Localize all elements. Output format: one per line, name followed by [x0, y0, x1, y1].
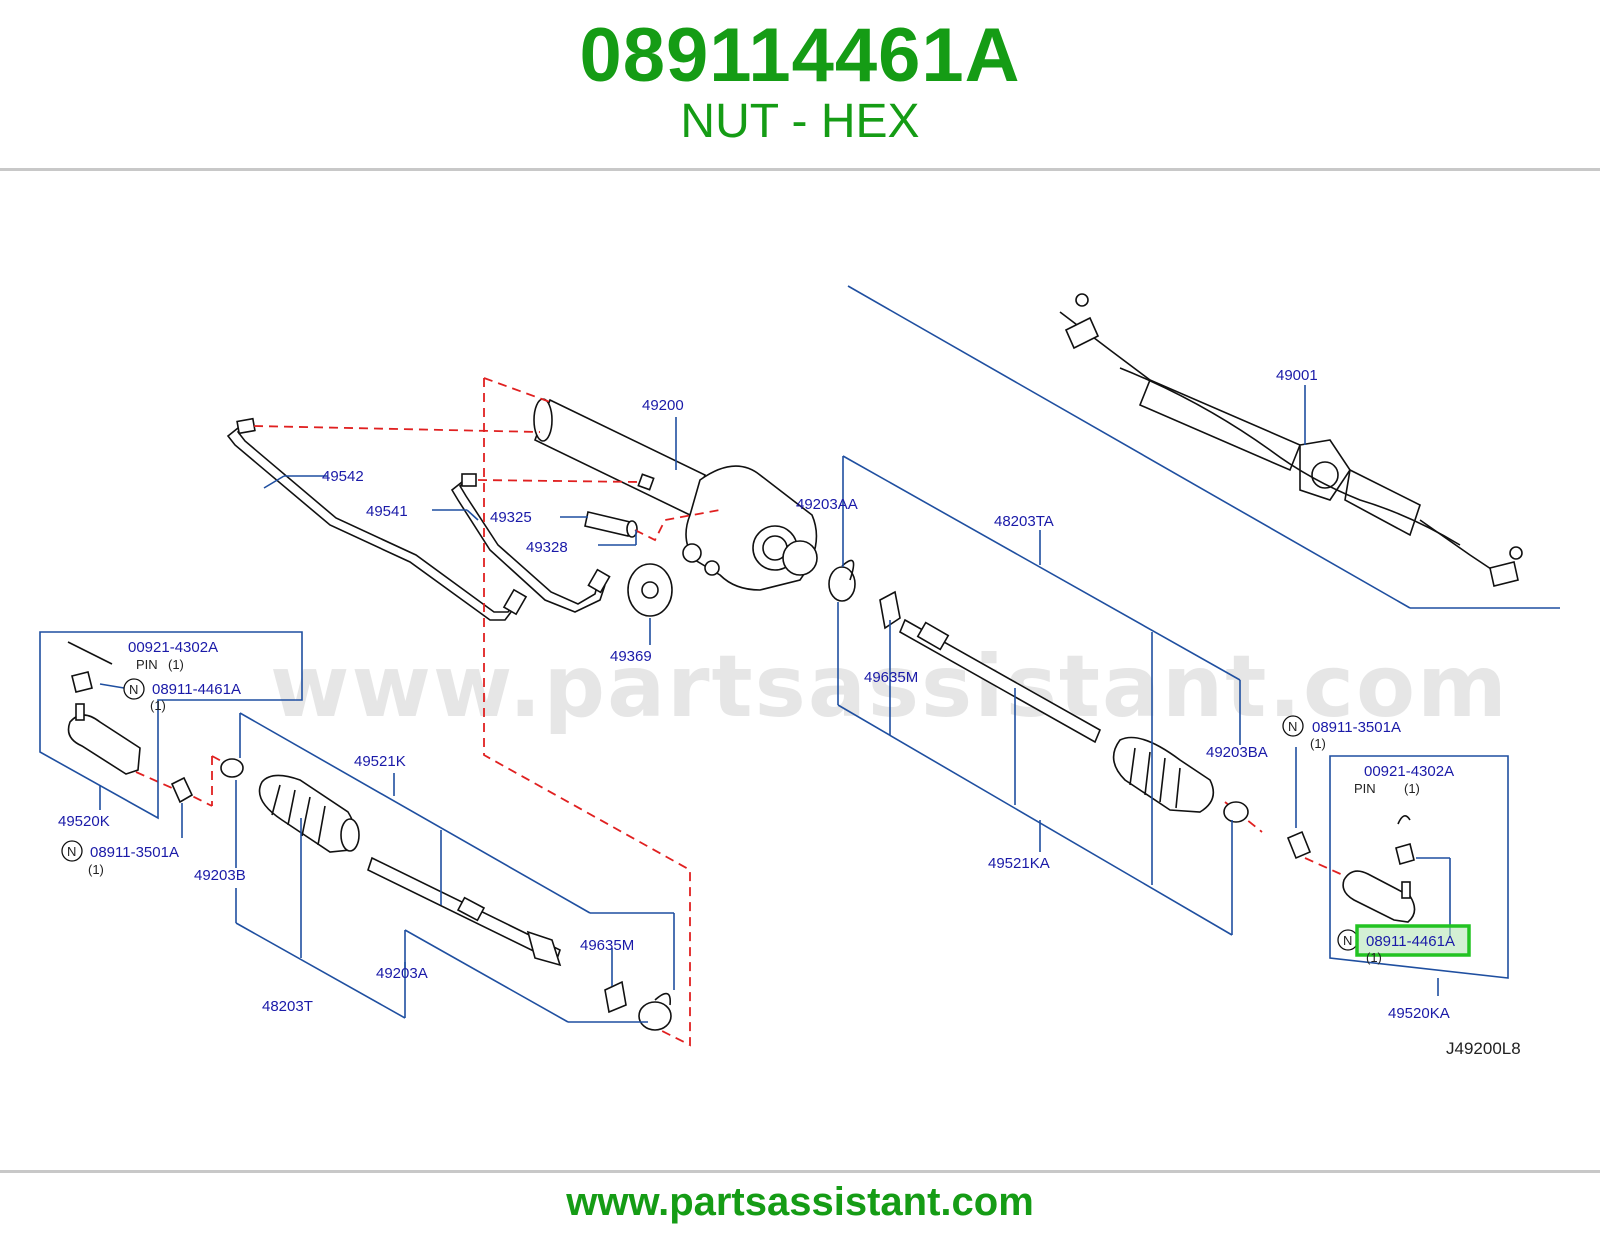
- part-labels: 49200 49001 49542 49541 49325 49328 4936…: [58, 367, 1521, 1058]
- label-49001: 49001: [1276, 367, 1318, 384]
- label-left-lower-nut-qty: (1): [88, 862, 104, 877]
- label-49200: 49200: [642, 397, 684, 414]
- label-left-pin-qty: (1): [168, 657, 184, 672]
- rack-housing-illustration: [533, 398, 818, 591]
- label-49369: 49369: [610, 648, 652, 665]
- label-49520K: 49520K: [58, 813, 110, 830]
- new-part-mark-icon: [61, 840, 83, 862]
- label-49521KA: 49521KA: [988, 855, 1050, 872]
- label-49541: 49541: [366, 503, 408, 520]
- label-49635M-upper: 49635M: [864, 669, 918, 686]
- footer-divider: [0, 1170, 1600, 1173]
- label-49328: 49328: [526, 539, 568, 556]
- part-name: NUT - HEX: [680, 95, 920, 148]
- label-right-upper-nut-qty: (1): [1310, 736, 1326, 751]
- label-left-nut-part: 08911-4461A: [152, 681, 241, 698]
- part-number: 089114461A: [579, 13, 1021, 98]
- left-tie-rod-end-box: [39, 631, 303, 838]
- leader-lines: [235, 385, 1306, 1023]
- n-mark: N: [1288, 719, 1297, 734]
- label-right-pin-text: PIN: [1354, 781, 1376, 796]
- label-49521K: 49521K: [354, 753, 406, 770]
- label-48203TA: 48203TA: [994, 513, 1054, 530]
- label-49203AA: 49203AA: [796, 496, 858, 513]
- n-mark: N: [129, 682, 138, 697]
- label-right-pin-part: 00921-4302A: [1364, 763, 1454, 780]
- label-right-nut-part-highlighted: 08911-4461A: [1366, 933, 1455, 950]
- label-left-nut-qty: (1): [150, 698, 166, 713]
- label-right-nut-qty: (1): [1366, 950, 1382, 965]
- new-part-mark-icon: [1282, 715, 1304, 737]
- label-48203T: 48203T: [262, 998, 313, 1015]
- n-mark: N: [1343, 933, 1352, 948]
- valve-and-seal-illustrations: [584, 511, 673, 617]
- label-left-lower-nut-part: 08911-3501A: [90, 844, 179, 861]
- label-left-pin-text: PIN: [136, 657, 158, 672]
- label-left-pin-part: 00921-4302A: [128, 639, 218, 656]
- label-right-pin-qty: (1): [1404, 781, 1420, 796]
- diagram-code: J49200L8: [1446, 1039, 1521, 1058]
- complete-rack-assembly-illustration: [847, 285, 1560, 609]
- footer-url[interactable]: www.partsassistant.com: [566, 1180, 1034, 1224]
- label-49203BA: 49203BA: [1206, 744, 1268, 761]
- hydraulic-tubes-illustration: [226, 417, 611, 621]
- n-mark: N: [67, 844, 76, 859]
- header-divider: [0, 168, 1600, 171]
- right-tie-rod-end-box: [1286, 747, 1509, 996]
- label-49325: 49325: [490, 509, 532, 526]
- label-49635M-lower: 49635M: [580, 937, 634, 954]
- label-49542: 49542: [322, 468, 364, 485]
- new-part-mark-icon: [123, 678, 145, 700]
- label-49520KA: 49520KA: [1388, 1005, 1450, 1022]
- header: 089114461A NUT - HEX: [0, 0, 1600, 170]
- left-inner-tie-rod-illustration: [220, 758, 672, 1031]
- label-49203A: 49203A: [376, 965, 428, 982]
- highlighted-part-box: [1355, 924, 1471, 957]
- assembly-dashed-lines: [135, 377, 1346, 1047]
- label-right-upper-nut-part: 08911-3501A: [1312, 719, 1401, 736]
- label-49203B: 49203B: [194, 867, 246, 884]
- right-inner-tie-rod-illustration: [828, 559, 1249, 823]
